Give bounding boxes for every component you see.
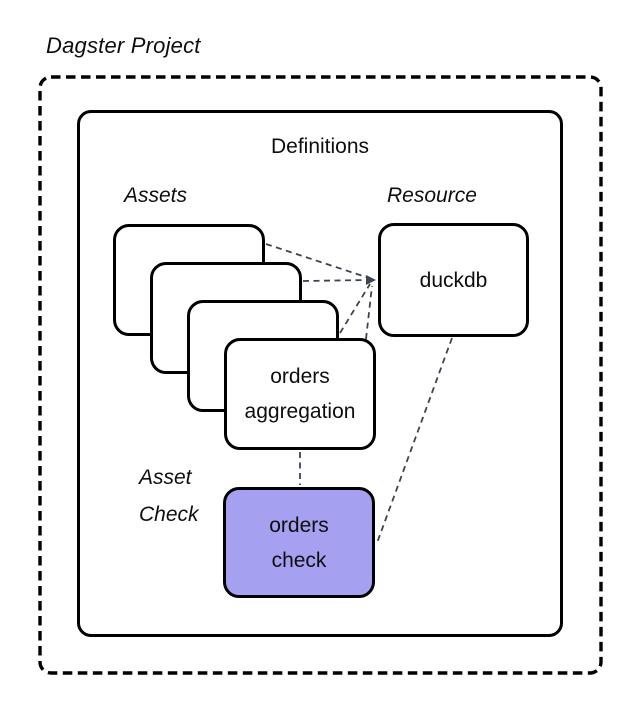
resource-group-label: Resource: [387, 184, 477, 207]
asset-node-orders-aggregation: orders aggregation: [224, 338, 376, 450]
orders-aggregation-label: orders aggregation: [244, 365, 356, 423]
orders-check-label: orders check: [269, 513, 329, 572]
resource-node-duckdb: duckdb: [378, 223, 529, 337]
definitions-label: Definitions: [270, 135, 370, 158]
duckdb-label: duckdb: [419, 268, 488, 292]
asset-check-node-orders-check: orders check: [223, 487, 375, 598]
diagram-title: Dagster Project: [46, 33, 201, 58]
asset-check-group-label: Asset Check: [139, 466, 199, 526]
assets-group-label: Assets: [124, 184, 188, 207]
